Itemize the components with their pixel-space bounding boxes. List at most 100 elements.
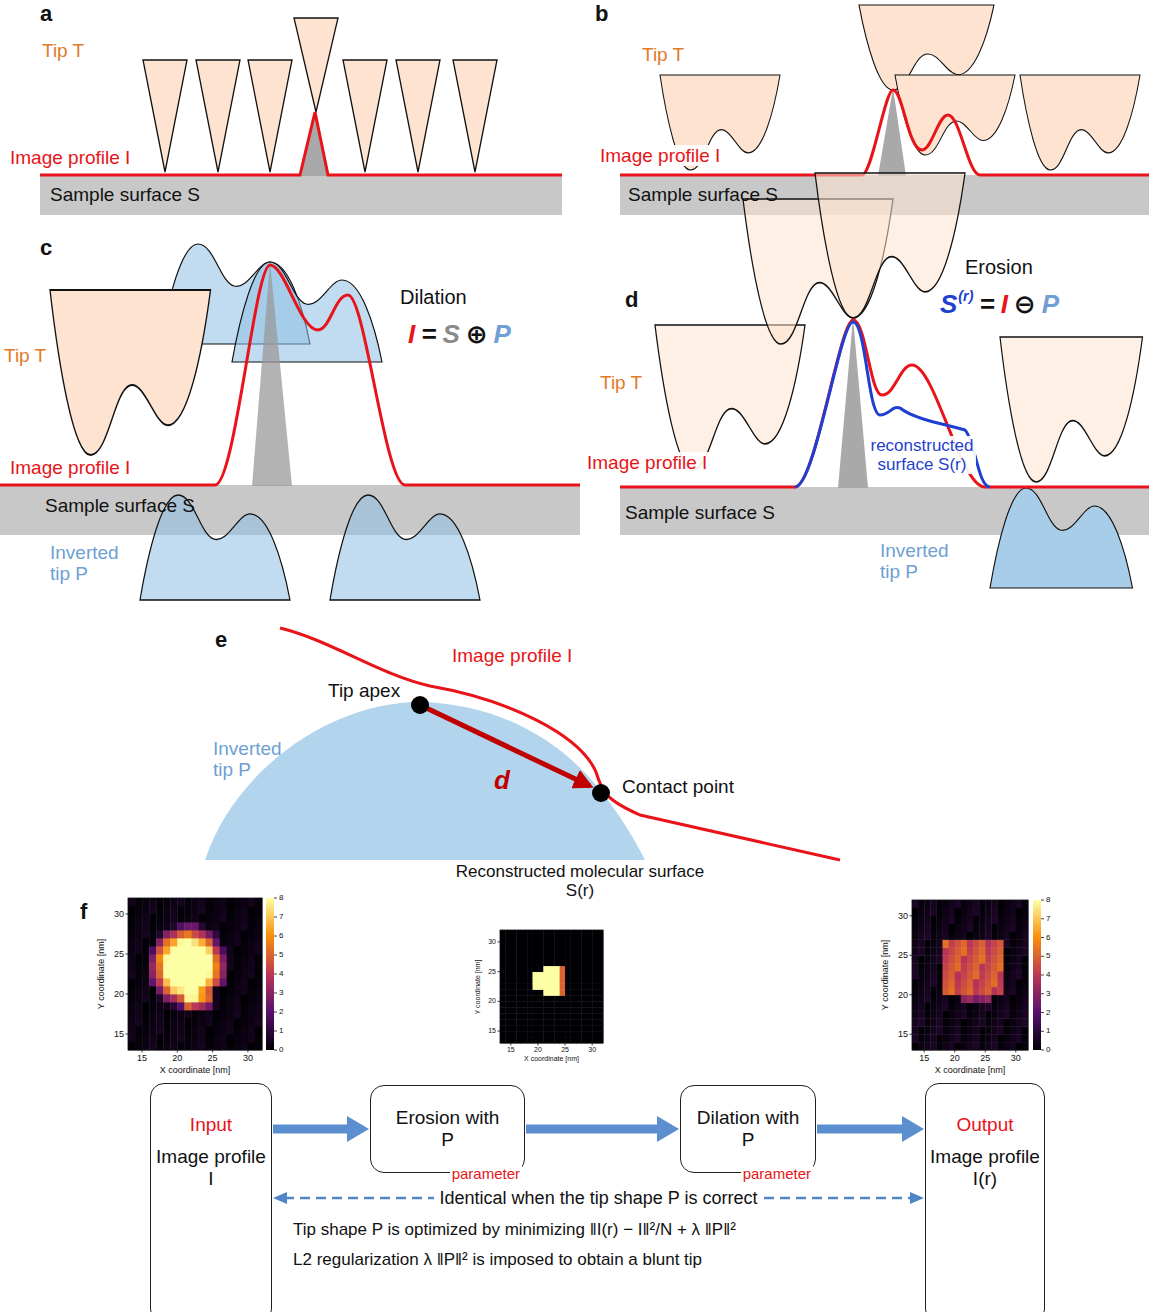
heatmap-pixel: [527, 1013, 533, 1019]
heatmap-pixel: [213, 906, 220, 914]
heatmap-pixel: [936, 924, 943, 932]
heatmap-pixel: [206, 922, 213, 930]
tick: [247, 1050, 248, 1053]
heatmap-pixel: [128, 898, 135, 906]
heatmap-pixel: [227, 1002, 234, 1010]
tick: [274, 917, 277, 918]
heatmap-pixel: [538, 936, 544, 942]
heatmap-pixel: [943, 947, 950, 955]
heatmap-pixel: [500, 984, 506, 990]
heatmap-pixel: [170, 930, 177, 938]
heatmap-pixel: [598, 936, 604, 942]
heatmap-pixel: [511, 984, 517, 990]
heatmap-pixel: [516, 954, 522, 960]
formula-symbol: (r): [958, 288, 973, 304]
heatmap-pixel: [554, 1025, 560, 1031]
arrow-head: [902, 1116, 924, 1142]
heatmap-pixel: [543, 978, 549, 984]
heatmap-pixel: [227, 954, 234, 962]
heatmap-pixel: [936, 963, 943, 971]
heatmap-pixel: [227, 986, 234, 994]
heatmap-pixel: [177, 978, 184, 986]
heatmap-pixel: [184, 1002, 191, 1010]
heatmap-pixel: [581, 930, 587, 936]
heatmap-pixel: [220, 1042, 227, 1050]
heatmap-pixel: [587, 1013, 593, 1019]
heatmap-pixel: [1022, 900, 1029, 908]
heatmap-pixel: [227, 906, 234, 914]
heatmap-pixel: [570, 972, 576, 978]
heatmap-pixel: [220, 1034, 227, 1042]
label: e: [215, 628, 227, 653]
heatmap-pixel: [199, 1034, 206, 1042]
heatmap-pixel: [918, 1026, 925, 1034]
heatmap-pixel: [565, 954, 571, 960]
heatmap-pixel: [543, 1025, 549, 1031]
heatmap-pixel: [587, 1007, 593, 1013]
heatmap-pixel: [255, 930, 262, 938]
heatmap-pixel: [918, 916, 925, 924]
heatmap-pixel: [149, 946, 156, 954]
heatmap-pixel: [543, 972, 549, 978]
heatmap-pixel: [500, 972, 506, 978]
heatmap-pixel: [554, 960, 560, 966]
label: L2 regularization λ ‖P‖² is imposed to o…: [293, 1250, 702, 1269]
heatmap-pixel: [163, 914, 170, 922]
heatmap-pixel: [142, 1042, 149, 1050]
tick: [274, 1050, 277, 1051]
heatmap-pixel: [255, 946, 262, 954]
heatmap-pixel: [142, 1018, 149, 1026]
heatmap-pixel: [184, 1042, 191, 1050]
heatmap-pixel: [533, 1025, 539, 1031]
colorbar-tick: 3: [279, 989, 283, 998]
label: Image profile I: [452, 645, 572, 666]
colorbar-tick: 4: [1046, 971, 1050, 980]
heatmap-pixel: [554, 936, 560, 942]
heatmap-pixel: [949, 979, 956, 987]
heatmap-pixel: [163, 1018, 170, 1026]
heatmap-pixel: [592, 995, 598, 1001]
heatmap-pixel: [943, 979, 950, 987]
formula: I=S⊕P: [408, 320, 511, 349]
heatmap-pixel: [142, 922, 149, 930]
heatmap-pixel: [533, 930, 539, 936]
heatmap-pixel: [985, 979, 992, 987]
heatmap-pixel: [918, 1018, 925, 1026]
heatmap-pixel: [979, 955, 986, 963]
heatmap-pixel: [949, 1003, 956, 1011]
heatmap-pixel: [163, 938, 170, 946]
heatmap-pixel: [538, 1019, 544, 1025]
tick: [1041, 1012, 1044, 1013]
heatmap-pixel: [924, 963, 931, 971]
heatmap-pixel: [949, 971, 956, 979]
heatmap-pixel: [549, 1031, 555, 1037]
heatmap-pixel: [570, 984, 576, 990]
heatmap-pixel: [549, 942, 555, 948]
heatmap-pixel: [142, 962, 149, 970]
heatmap-pixel: [206, 1010, 213, 1018]
heatmap-pixel: [985, 932, 992, 940]
heatmap-pixel: [918, 1011, 925, 1019]
heatmap-pixel: [156, 1042, 163, 1050]
label: Tip T: [2, 345, 48, 366]
heatmap-pixel: [587, 995, 593, 1001]
label: Tip T: [598, 372, 644, 393]
heatmap-pixel: [135, 1034, 142, 1042]
heatmap-pixel: [163, 986, 170, 994]
heatmap-pixel: [1004, 1034, 1011, 1042]
heatmap-pixel: [511, 960, 517, 966]
heatmap-pixel: [191, 938, 198, 946]
heatmap-pixel: [943, 900, 950, 908]
heatmap-pixel: [527, 995, 533, 1001]
heatmap-pixel: [184, 1026, 191, 1034]
heatmap-pixel: [598, 1019, 604, 1025]
heatmap-pixel: [1022, 939, 1029, 947]
heatmap-pixel: [538, 989, 544, 995]
heatmap-pixel: [912, 1026, 919, 1034]
heatmap-pixel: [135, 906, 142, 914]
heatmap-pixel: [991, 908, 998, 916]
tick: [1041, 993, 1044, 994]
heatmap-pixel: [961, 916, 968, 924]
tick: [592, 1043, 593, 1046]
heatmap-pixel: [587, 1025, 593, 1031]
